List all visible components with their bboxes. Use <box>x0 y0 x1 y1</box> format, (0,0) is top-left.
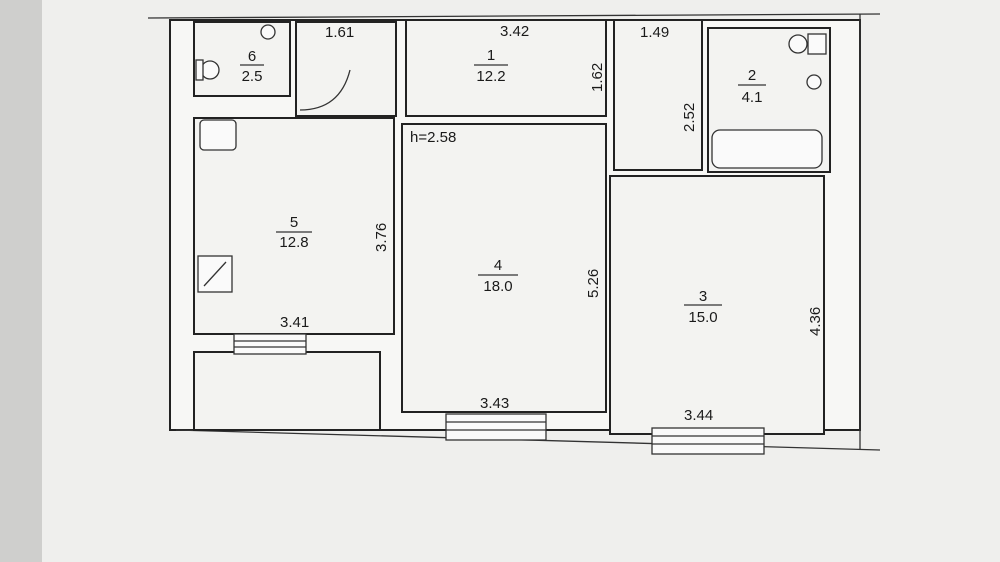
fixtures <box>195 24 827 293</box>
dim-3-44: 3.44 <box>684 407 713 424</box>
dim-2-52: 2.52 <box>681 103 698 132</box>
room-5-number: 5 <box>290 214 298 231</box>
dim-3-76: 3.76 <box>373 223 390 252</box>
room-1-area <box>405 19 607 117</box>
dim-1-62: 1.62 <box>589 63 606 92</box>
room-2-hall <box>613 19 703 171</box>
room-3-area-value: 15.0 <box>688 309 717 326</box>
dim-5-26: 5.26 <box>585 269 602 298</box>
kitchen-sink-icon <box>199 119 237 151</box>
room-labels: 6 2.5 1 12.2 2 4.1 5 12.8 4 18.0 3 15.0 … <box>240 47 766 326</box>
room-4-area <box>401 123 607 413</box>
dim-3-41: 3.41 <box>280 314 309 331</box>
room-6-number: 6 <box>248 48 256 65</box>
toilet-tank-icon-2 <box>807 33 827 55</box>
room-4-area-value: 18.0 <box>483 278 512 295</box>
toilet-icon <box>200 60 220 80</box>
room-1-number: 1 <box>487 47 495 64</box>
room-3-number: 3 <box>699 288 707 305</box>
room-5-area-value: 12.8 <box>279 234 308 251</box>
dim-3-42: 3.42 <box>500 23 529 40</box>
room-1-area-value: 12.2 <box>476 68 505 85</box>
toilet-icon-2 <box>788 34 808 54</box>
door-arc <box>299 69 351 111</box>
room-2-number: 2 <box>748 67 756 84</box>
dim-1-49: 1.49 <box>640 24 669 41</box>
room-2-area-value: 4.1 <box>742 89 763 106</box>
room-6-area-value: 2.5 <box>242 68 263 85</box>
room-4-number: 4 <box>494 257 502 274</box>
room-corridor-area <box>295 21 397 117</box>
sink-icon-2 <box>806 74 822 90</box>
windows <box>233 333 765 455</box>
dim-1-61: 1.61 <box>325 24 354 41</box>
bathtub-icon <box>711 129 823 169</box>
dim-3-43: 3.43 <box>480 395 509 412</box>
dimension-labels: 1.61 3.42 1.49 1.62 2.52 3.76 5.26 4.36 … <box>280 23 824 424</box>
balcony-area <box>193 351 381 431</box>
paper-shadow <box>0 0 42 562</box>
toilet-tank-icon <box>195 59 204 81</box>
dim-4-36: 4.36 <box>807 307 824 336</box>
sink-icon <box>260 24 276 40</box>
ceiling-height-label: h=2.58 <box>410 129 456 146</box>
room-5-area <box>193 117 395 335</box>
